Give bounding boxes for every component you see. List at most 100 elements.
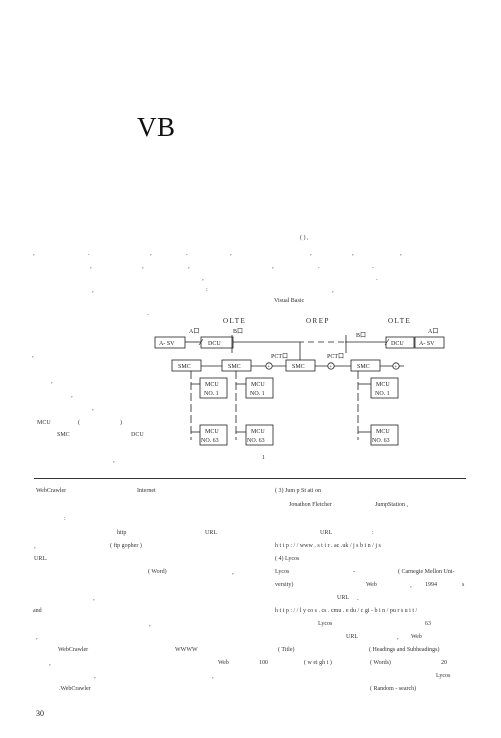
text-mark: , xyxy=(93,594,95,602)
text-mark: . xyxy=(186,249,188,257)
paren-text: ( ) , xyxy=(300,235,309,241)
versity-text: versity) xyxy=(275,582,294,588)
visual-basic-text: Visual Basic xyxy=(274,298,305,304)
colon-text: : xyxy=(64,516,66,522)
webcrawler-text: WebCrawler xyxy=(36,488,67,494)
text-mark: , xyxy=(410,581,412,589)
mcu-label: MCU xyxy=(376,382,390,388)
lycos-heading: ( 4) Lycos xyxy=(275,556,300,562)
section-title: VB xyxy=(137,112,176,142)
word-text: ( Word) xyxy=(148,569,167,575)
url-text: URL xyxy=(346,634,358,640)
mcu-label: MCU xyxy=(205,382,219,388)
weight-text: ( w ei gh t ) xyxy=(304,660,332,666)
text-mark: , xyxy=(150,249,152,257)
text-mark: , xyxy=(49,659,51,667)
olte-left-label: OLTE xyxy=(223,317,246,325)
s-text: s xyxy=(462,582,465,588)
text-mark: , xyxy=(188,262,190,270)
text-mark: . xyxy=(318,262,320,270)
port-a-right-label: A口 xyxy=(428,328,438,335)
junction-plus-icon: + xyxy=(394,365,397,370)
wwww-text: WWWW xyxy=(175,647,198,653)
smc-label: SMC xyxy=(178,364,191,370)
text-mark: , xyxy=(332,286,334,294)
junction-plus-icon: + xyxy=(267,365,270,370)
random-search-text: ( Random - search) xyxy=(370,686,417,692)
mcu-label: MCU xyxy=(205,429,219,435)
text-mark: , xyxy=(34,542,36,550)
mcu-box xyxy=(199,424,228,446)
mcu-number: NO. 1 xyxy=(204,391,219,397)
jumpstation-url: h t t p : / / www . s t i r . ac .uk / j… xyxy=(275,543,381,549)
text-mark: , xyxy=(36,633,38,641)
text-mark: , xyxy=(149,620,151,628)
text-mark: , xyxy=(397,633,399,641)
url-text: URL. xyxy=(34,556,48,562)
text-mark: . xyxy=(147,309,149,317)
port-b-right-label: B口 xyxy=(356,332,366,339)
jumpstation-heading: ( 3) Jum p St ati on xyxy=(275,488,321,494)
mcu-number: NO. 1 xyxy=(375,391,390,397)
pct-right-label: PCT口 xyxy=(327,353,344,360)
mcu-text: MCU xyxy=(37,420,51,426)
and-text: and xyxy=(33,608,42,614)
text-mark: , xyxy=(142,262,144,270)
paren-right: ) xyxy=(120,420,122,426)
junction-plus-icon: + xyxy=(329,365,332,370)
mcu-number: NO. 63 xyxy=(247,438,265,444)
mcu-box xyxy=(370,377,399,399)
text-mark: , xyxy=(33,249,35,257)
junction-node xyxy=(392,362,400,370)
fletcher-text: Jonathon Fletcher xyxy=(289,502,332,508)
url-text: URL xyxy=(320,530,332,536)
headings-text: ( Headings and Subheadings) xyxy=(369,647,440,653)
text-mark: , xyxy=(94,672,96,680)
smc-label: SMC xyxy=(357,364,370,370)
colon-text: : xyxy=(372,530,374,536)
text-mark: , xyxy=(232,568,234,576)
text-mark: , xyxy=(32,351,34,359)
text-mark: , xyxy=(230,249,232,257)
mcu-number: NO. 63 xyxy=(372,438,390,444)
year-text: 1994 xyxy=(425,582,437,588)
webcrawler-text: .WebCrawler xyxy=(59,686,91,692)
text-mark: . xyxy=(88,249,90,257)
words-text: ( Words) xyxy=(370,660,391,666)
port-a-left-label: A口 xyxy=(189,328,199,335)
url-text: URL xyxy=(205,530,217,536)
text-mark: , xyxy=(51,377,53,385)
page-number: 30 xyxy=(36,709,44,718)
paren-left: ( xyxy=(78,420,80,426)
asv-right-label: A- SV xyxy=(419,341,435,347)
text-mark: , xyxy=(71,391,73,399)
orep-label: OREP xyxy=(306,317,330,325)
text-mark: . xyxy=(376,274,378,282)
internet-text: Internet xyxy=(137,488,156,494)
port-b-left-label: B口 xyxy=(233,328,243,335)
number-20: 20 xyxy=(441,660,447,666)
smc-box xyxy=(171,359,202,372)
dcu-text: DCU xyxy=(131,432,144,438)
number-100: 100 xyxy=(259,660,268,666)
http-text: http xyxy=(117,530,127,536)
junction-node xyxy=(265,362,273,370)
text-mark: , xyxy=(272,262,274,270)
jumpstation-text: JumpStation , xyxy=(375,502,409,508)
lycos-url: h t t p : / / l y co s . cs . cmu . e du… xyxy=(275,608,418,614)
lycos-text: Lycos xyxy=(275,569,290,575)
ftp-gopher-text: ( ftp gopher ) xyxy=(110,543,142,549)
lycos-text: Lycos xyxy=(436,673,451,679)
smc-box xyxy=(221,359,252,372)
webcrawler-text: WebCrawler xyxy=(58,647,89,653)
mcu-label: MCU xyxy=(251,382,265,388)
text-mark: , xyxy=(202,274,204,282)
text-mark: . xyxy=(357,594,359,602)
url-text: URL xyxy=(337,595,349,601)
web-text: Web xyxy=(366,582,377,588)
title-text: ( Title) xyxy=(278,647,295,653)
text-mark: , xyxy=(212,672,214,680)
mcu-box xyxy=(245,377,274,399)
mcu-box xyxy=(199,377,228,399)
